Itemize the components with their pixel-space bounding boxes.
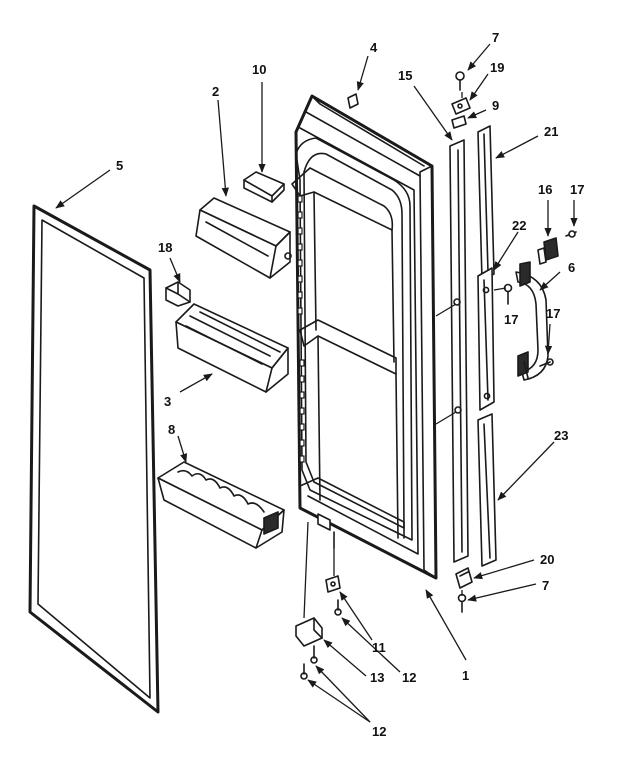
- callout-17-lower: 17: [546, 306, 560, 321]
- callout-12-middle: 12: [402, 670, 416, 685]
- door-shelf-holes: [297, 195, 305, 463]
- screw-17-upper: [565, 230, 577, 238]
- callout-12-bottom: 12: [372, 724, 386, 739]
- callout-22: 22: [512, 218, 526, 233]
- callout-2: 2: [212, 84, 219, 99]
- callout-15: 15: [398, 68, 412, 83]
- callout-20: 20: [540, 552, 554, 567]
- part-12-screw-a: [334, 599, 342, 616]
- callout-8: 8: [168, 422, 175, 437]
- callout-labels: 1 2 3 4 5 6 7 7 8 9 10 11 12 12 13 15 16…: [116, 30, 584, 739]
- callout-5: 5: [116, 158, 123, 173]
- callout-21: 21: [544, 124, 558, 139]
- callout-7-bottom: 7: [542, 578, 549, 593]
- part-7-screw-bottom: [457, 593, 467, 613]
- callout-4: 4: [370, 40, 378, 55]
- callout-7-top: 7: [492, 30, 499, 45]
- callout-18: 18: [158, 240, 172, 255]
- part-12-screw-c: [300, 663, 308, 680]
- callout-16: 16: [538, 182, 552, 197]
- part-12-screw-b: [310, 645, 318, 664]
- callout-13: 13: [370, 670, 384, 685]
- part-23-handle-trim-lower: [477, 413, 497, 567]
- part-door: [291, 93, 438, 580]
- callout-10: 10: [252, 62, 266, 77]
- part-20-bottom-bracket: [455, 567, 473, 589]
- part-door-gasket: [28, 204, 160, 714]
- part-11-hinge-cam: [325, 575, 341, 593]
- part-21-handle-trim-upper: [477, 125, 495, 281]
- part-7-screw-top: [455, 71, 465, 91]
- part-16-handle-bracket: [537, 237, 559, 265]
- callout-3: 3: [164, 394, 171, 409]
- callout-9: 9: [492, 98, 499, 113]
- callout-23: 23: [554, 428, 568, 443]
- part-door-handle: [515, 261, 549, 381]
- part-dairy-door: [243, 171, 285, 203]
- callout-19: 19: [490, 60, 504, 75]
- callout-17-middle: 17: [504, 312, 518, 327]
- part-13-bottom-hinge: [295, 617, 323, 647]
- callout-1: 1: [462, 668, 469, 683]
- part-22-handle-trim-middle: [477, 267, 495, 411]
- leader-lines: [55, 43, 578, 723]
- part-15-trim: [449, 139, 469, 563]
- part-18-bracket: [165, 281, 191, 307]
- screw-17-lower: [539, 358, 554, 367]
- part-19-hinge-bushing: [451, 97, 471, 115]
- callout-11: 11: [372, 640, 386, 655]
- part-egg-tray: [157, 461, 285, 549]
- callout-17-top: 17: [570, 182, 584, 197]
- part-9-shim: [451, 115, 467, 129]
- alignment-lines: [303, 92, 507, 619]
- callout-6: 6: [568, 260, 575, 275]
- part-door-shelf: [175, 303, 289, 393]
- part-dairy-compartment: [195, 197, 292, 279]
